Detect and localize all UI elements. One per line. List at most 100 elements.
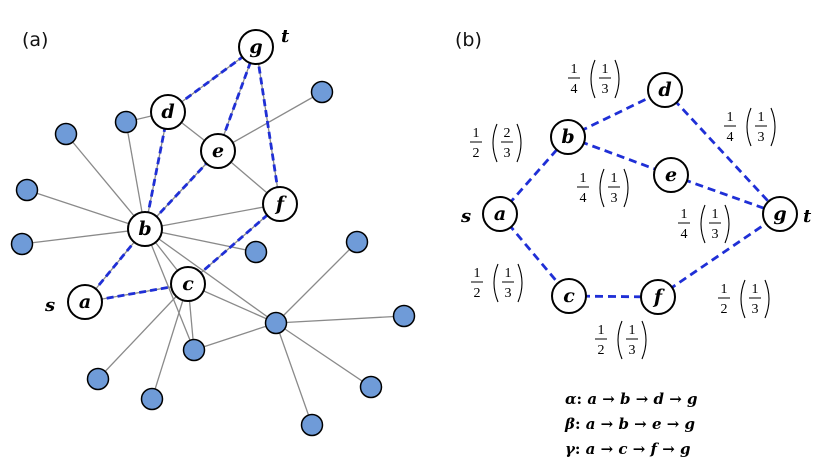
panel-a-target-label: t (281, 26, 290, 47)
weight-f-g-value-numerator: 1 (721, 282, 728, 297)
weight-f-g-alt-numerator: 1 (752, 282, 759, 297)
peripheral-node (15, 178, 39, 202)
weight-a-b-value-denominator: 2 (473, 146, 480, 161)
graph-node-c-label: c (563, 285, 575, 307)
weight-a-c-left-paren (493, 263, 499, 303)
weight-a-c-alt-numerator: 1 (505, 266, 512, 281)
network-edge (275, 322, 313, 426)
path-gamma-name: γ (565, 440, 576, 458)
peripheral-node (300, 413, 324, 437)
path-gamma-route: a → c → f → g (586, 440, 691, 458)
network-edge (275, 315, 405, 324)
weight-e-g-alt: 13 (709, 207, 721, 242)
weight-b-e-alt-numerator: 1 (611, 171, 618, 186)
weight-a-b-left-paren (492, 123, 498, 163)
graph-node-b-label: b (561, 126, 574, 148)
weight-d-g-value-numerator: 1 (727, 110, 734, 125)
weight-d-g-alt-numerator: 1 (758, 110, 765, 125)
panel-a-source-label: s (44, 295, 55, 316)
graph-node-f: f (640, 279, 676, 315)
weight-e-g-value: 14 (678, 207, 690, 242)
node-d-label: d (161, 101, 174, 123)
weight-b-e-left-paren (599, 168, 605, 208)
path-edge-f-g (254, 46, 282, 205)
graph-node-a: a (482, 196, 518, 232)
node-e: e (200, 133, 236, 169)
weight-b-d-alt: 13 (599, 62, 611, 97)
node-b-circle (127, 211, 163, 247)
graph-node-d-label: d (658, 79, 671, 101)
peripheral-node (359, 375, 383, 399)
node-a-label: a (79, 291, 91, 313)
graph-node-c-circle (551, 278, 587, 314)
network-edge (26, 189, 146, 230)
weight-a-b-alt-numerator: 2 (504, 126, 511, 141)
node-f: f (262, 186, 298, 222)
path-gamma: γ: a → c → f → g (565, 440, 691, 458)
path-edges (498, 88, 782, 299)
weight-c-f-value: 12 (595, 323, 607, 358)
graph-node-d-circle (647, 72, 683, 108)
weight-b-d-value-numerator: 1 (571, 62, 578, 77)
path-beta: β: a → b → e → g (564, 415, 695, 433)
node-a: a (67, 284, 103, 320)
graph-node-g-circle (762, 196, 798, 232)
peripheral-node (10, 232, 34, 256)
weight-f-g-left-paren (740, 279, 746, 319)
weight-c-f-value-denominator: 2 (598, 343, 605, 358)
weight-e-g: 14 13 (678, 204, 730, 244)
network-edge (193, 322, 277, 351)
weight-a-b-value-numerator: 1 (473, 126, 480, 141)
panel-b-source-label: s (460, 206, 471, 227)
path-edge-f-g (657, 212, 781, 299)
network-edge (144, 228, 277, 324)
weight-b-d-left-paren (590, 59, 596, 99)
weight-e-g-alt-denominator: 3 (712, 227, 719, 242)
path-definitions: α: a → b → d → g β: a → b → e → g γ: a →… (564, 390, 698, 458)
graph-node-e-label: e (665, 164, 677, 186)
panel-b-label: (b) (455, 29, 482, 51)
weight-d-g-alt: 13 (755, 110, 767, 145)
peripheral-node (86, 367, 110, 391)
network-edge (125, 121, 146, 230)
weight-b-e-right-paren (623, 168, 629, 208)
weight-b-e-value-numerator: 1 (580, 171, 587, 186)
path-edge-d-g (663, 89, 782, 215)
node-e-label: e (212, 140, 224, 162)
weight-f-g-alt: 13 (749, 282, 761, 317)
peripheral-node (182, 338, 206, 362)
node-d-circle (150, 94, 186, 130)
peripheral-node (114, 110, 138, 134)
weight-b-d-alt-denominator: 3 (602, 82, 609, 97)
weight-f-g-value-denominator: 2 (721, 302, 728, 317)
weight-a-b-alt: 23 (501, 126, 513, 161)
peripheral-node (140, 387, 164, 411)
graph-node-f-circle (640, 279, 676, 315)
weight-d-g-right-paren (770, 107, 776, 147)
node-a-circle (67, 284, 103, 320)
weight-b-d-alt-numerator: 1 (602, 62, 609, 77)
path-edge-e-g (670, 173, 781, 216)
weight-a-b-right-paren (516, 123, 522, 163)
peripheral-node (264, 311, 288, 335)
weight-b-e-alt: 13 (608, 171, 620, 206)
highlighted-path-edges (83, 45, 282, 304)
node-c-label: c (182, 273, 194, 295)
weight-a-c-alt: 13 (502, 266, 514, 301)
graph-node-a-label: a (494, 203, 506, 225)
weight-a-b-value: 12 (470, 126, 482, 161)
weight-f-g: 1 2 13 (718, 279, 770, 319)
path-beta-route: a → b → e → g (586, 415, 695, 433)
node-d: d (150, 94, 186, 130)
path-alpha: α: a → b → d → g (565, 390, 698, 408)
weight-c-f-left-paren (617, 320, 623, 360)
peripheral-nodes (10, 80, 416, 437)
graph-node-a-circle (482, 196, 518, 232)
path-gamma-colon: : (575, 440, 586, 458)
